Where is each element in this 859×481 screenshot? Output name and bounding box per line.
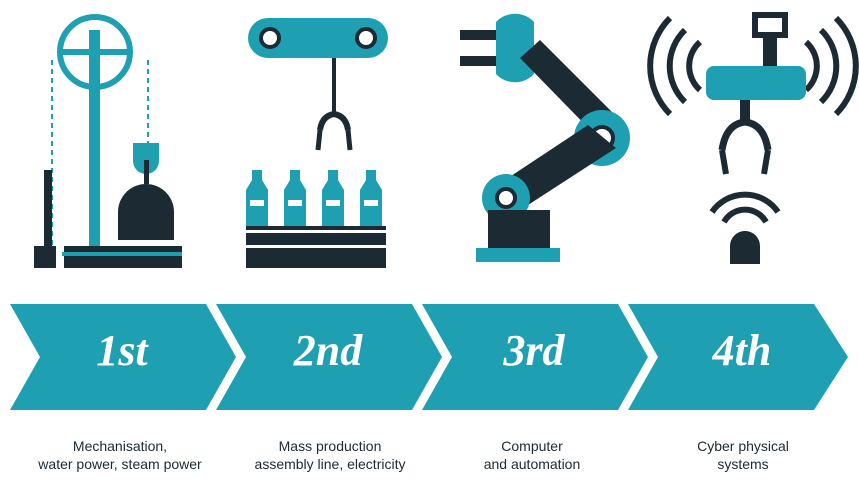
stage-2-caption-line2: assembly line, electricity <box>254 456 406 472</box>
assembly-line-bottles-icon <box>246 18 388 268</box>
timeline-chevrons <box>10 304 848 410</box>
chevron-stage-2 <box>216 304 442 410</box>
wireless-robot-gripper-icon <box>647 12 859 264</box>
stage-1-caption: Mechanisation, water power, steam power <box>5 437 235 473</box>
water-wheel-steam-icon <box>34 14 182 268</box>
stage-2-caption-line1: Mass production <box>278 438 382 454</box>
stage-2-caption: Mass production assembly line, electrici… <box>215 437 445 473</box>
stage-4-caption-line1: Cyber physical <box>697 438 789 454</box>
stage-1-label: 1st <box>96 325 148 375</box>
stage-4-label: 4th <box>712 325 772 375</box>
stage-3-caption-line2: and automation <box>483 456 581 472</box>
robot-arm-icon <box>460 13 630 262</box>
stage-1-caption-line1: Mechanisation, <box>72 438 168 454</box>
stage-4-caption-line2: systems <box>717 456 769 472</box>
stage-3-caption: Computer and automation <box>417 437 647 473</box>
chevron-stage-1 <box>10 304 236 410</box>
stage-4-caption: Cyber physical systems <box>628 437 858 473</box>
chevron-stage-4 <box>628 304 848 410</box>
stage-3-caption-line1: Computer <box>501 438 563 454</box>
stage-2-label: 2nd <box>293 325 363 375</box>
stage-3-label: 3rd <box>503 325 565 375</box>
stage-1-caption-line2: water power, steam power <box>38 456 202 472</box>
chevron-stage-3 <box>422 304 648 410</box>
